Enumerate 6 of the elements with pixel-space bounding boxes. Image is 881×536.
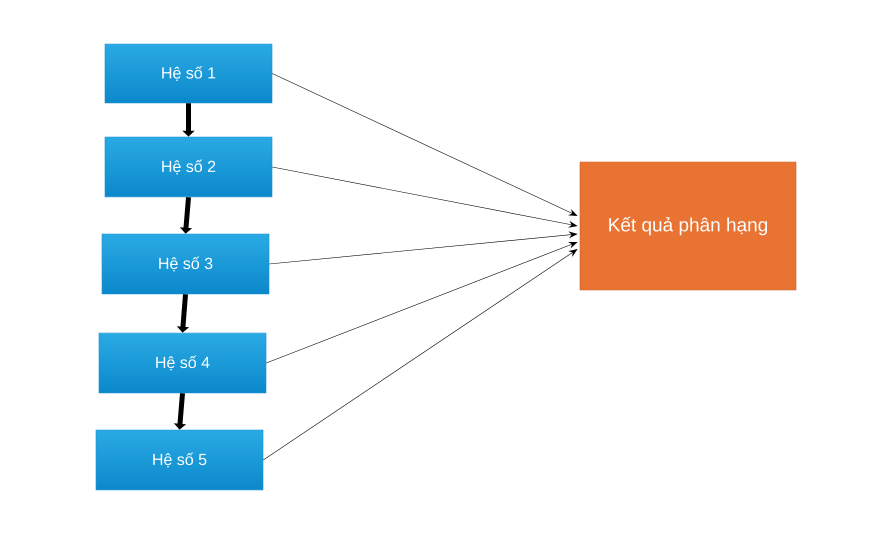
factor-box: Hệ số 4: [98, 332, 266, 394]
factor-box: Hệ số 5: [96, 430, 264, 490]
factor-box: Hệ số 2: [104, 136, 272, 198]
result-box: Kết quả phân hạng: [580, 162, 796, 290]
factor-box: Hệ số 1: [104, 44, 272, 104]
factor-box: Hệ số 3: [102, 234, 270, 294]
